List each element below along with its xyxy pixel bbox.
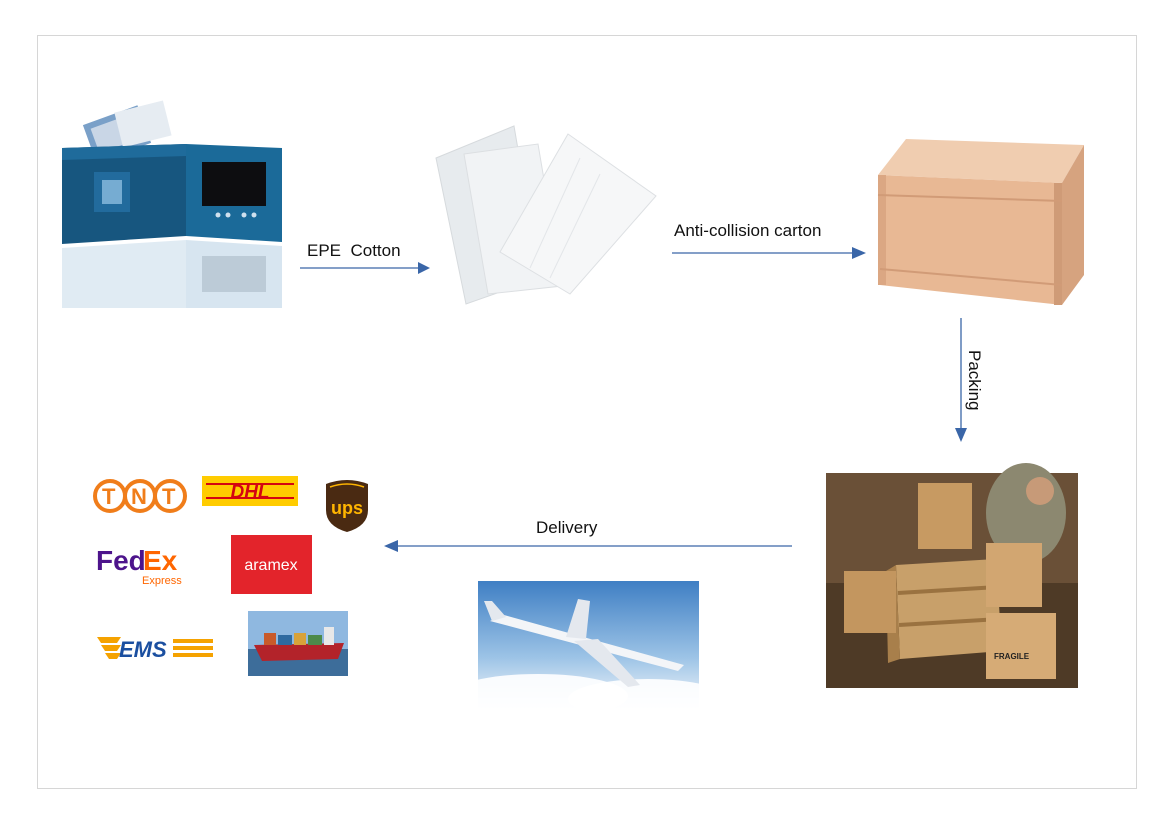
label-epe-cotton: EPE Cotton — [307, 241, 401, 261]
label-packing: Packing — [964, 350, 984, 410]
label-delivery: Delivery — [536, 518, 597, 538]
label-anti-collision-carton: Anti-collision carton — [674, 221, 821, 241]
